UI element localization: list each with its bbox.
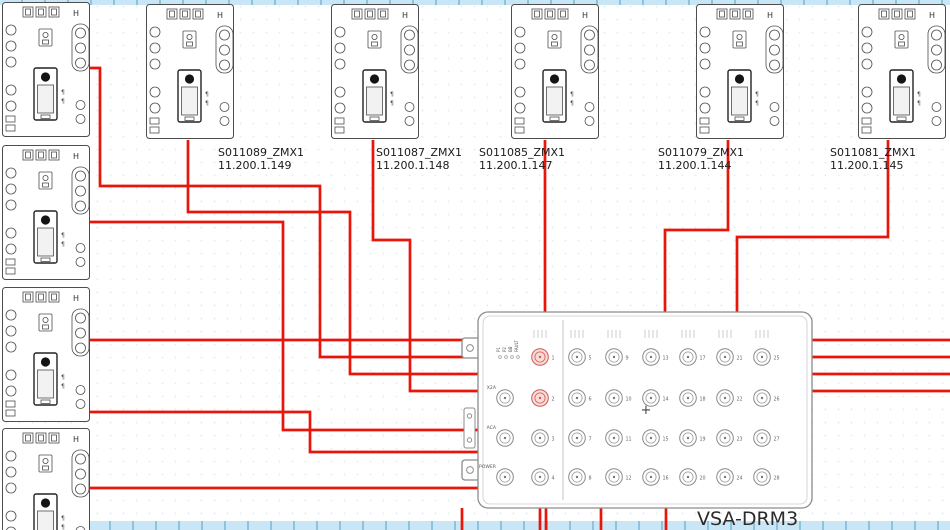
connector-number: 27: [774, 437, 780, 443]
wire[interactable]: [90, 220, 478, 432]
connector-number: 9: [626, 356, 629, 362]
wire[interactable]: [186, 140, 478, 376]
connector-number: 26: [774, 397, 780, 403]
zmx1-device-left-2[interactable]: [3, 146, 90, 280]
device-name: S011081_ZMX1: [830, 146, 917, 159]
connector-number: 13: [663, 356, 669, 362]
connector-number: 20: [700, 476, 706, 482]
connector-number: 2: [552, 397, 555, 403]
device-ip: 11.200.1.145: [830, 159, 904, 172]
port-label: X2A: [487, 385, 497, 391]
bracket-screw-icon: [466, 437, 473, 443]
device-name: S011079_ZMX1: [658, 146, 745, 159]
horizontal-ruler-bottom: [88, 521, 950, 530]
device-name: S011085_ZMX1: [479, 146, 566, 159]
connector-number: 24: [737, 476, 743, 482]
device-name: S011087_ZMX1: [376, 146, 463, 159]
connector-number: 5: [589, 356, 592, 362]
main-unit-device[interactable]: + P1 P2 BB FAULT X2A ACA POWER 123456789…: [461, 311, 813, 509]
connector-number: 15: [663, 437, 669, 443]
device-label[interactable]: S011085_ZMX1 11.200.1.147: [479, 146, 565, 172]
mounting-hole-icon: [466, 344, 474, 352]
port-label: POWER: [479, 464, 497, 470]
connector-number: 7: [589, 437, 592, 443]
connector-number: 21: [737, 356, 743, 362]
connector-number: 11: [626, 437, 632, 443]
wire[interactable]: [90, 66, 478, 359]
mounting-tab-top: [461, 337, 481, 359]
led-label: P1: [496, 347, 501, 352]
zmx1-device-left-3[interactable]: [3, 288, 90, 422]
device-label[interactable]: S011089_ZMX1 11.200.1.149: [218, 146, 304, 172]
zmx1-device-top-4[interactable]: [697, 5, 784, 139]
connector-number: 6: [589, 397, 592, 403]
zmx1-device-top-5[interactable]: [859, 5, 946, 139]
device-label[interactable]: S011081_ZMX1 11.200.1.145: [830, 146, 916, 172]
led-label: P2: [502, 347, 507, 352]
pin-legend-marks: [533, 330, 769, 338]
device-label[interactable]: S011087_ZMX1 11.200.1.148: [376, 146, 462, 172]
center-plus-mark: +: [641, 403, 652, 418]
connector-number: 25: [774, 356, 780, 362]
main-unit-title: VSA-DRM3: [697, 508, 799, 530]
wire[interactable]: [735, 140, 890, 312]
connector-number: 3: [552, 437, 555, 443]
connector-number: 4: [552, 476, 555, 482]
connector-grid: 1234567891011121314151617181920212223242…: [496, 348, 780, 486]
side-bracket: [463, 407, 476, 449]
device-ip: 11.200.1.148: [376, 159, 450, 172]
connector-number: 17: [700, 356, 706, 362]
led-labels: P1 P2 BB FAULT: [496, 340, 519, 352]
bracket-screw-icon: [466, 413, 473, 419]
device-ip: 11.200.1.144: [658, 159, 732, 172]
device-ip: 11.200.1.149: [218, 159, 292, 172]
connector-number: 19: [700, 437, 706, 443]
horizontal-ruler-top: [0, 0, 950, 5]
connector-number: 23: [737, 437, 743, 443]
zmx1-device-top-2[interactable]: [332, 5, 419, 139]
led-label: FAULT: [514, 340, 519, 352]
mounting-hole-icon: [466, 466, 474, 474]
wire[interactable]: [371, 140, 478, 393]
device-label[interactable]: S011079_ZMX1 11.200.1.144: [658, 146, 744, 172]
zmx1-device-top-1[interactable]: [147, 5, 234, 139]
mounting-tab-bottom: [461, 459, 481, 481]
device-ip: 11.200.1.147: [479, 159, 553, 172]
connector-number: 14: [663, 397, 669, 403]
led-dots: [498, 355, 520, 359]
port-labels: X2A ACA POWER: [479, 385, 497, 470]
led-label: BB: [508, 346, 513, 352]
main-unit-inner-outline: [482, 315, 808, 505]
connector-number: 1: [552, 356, 555, 362]
zmx1-device-left-1[interactable]: [3, 3, 90, 137]
connector-number: 28: [774, 476, 780, 482]
zmx1-device-left-4[interactable]: [3, 429, 90, 530]
connector-number: 10: [626, 397, 632, 403]
connector-number: 12: [626, 476, 632, 482]
connector-number: 16: [663, 476, 669, 482]
port-label: ACA: [487, 425, 497, 431]
connector-number: 18: [700, 397, 706, 403]
connector-number: 22: [737, 397, 743, 403]
wire[interactable]: [663, 140, 730, 312]
connector-number: 8: [589, 476, 592, 482]
zmx1-device-top-3[interactable]: [512, 5, 599, 139]
wires-layer: [90, 66, 950, 530]
wire[interactable]: [90, 410, 478, 454]
device-name: S011089_ZMX1: [218, 146, 305, 159]
